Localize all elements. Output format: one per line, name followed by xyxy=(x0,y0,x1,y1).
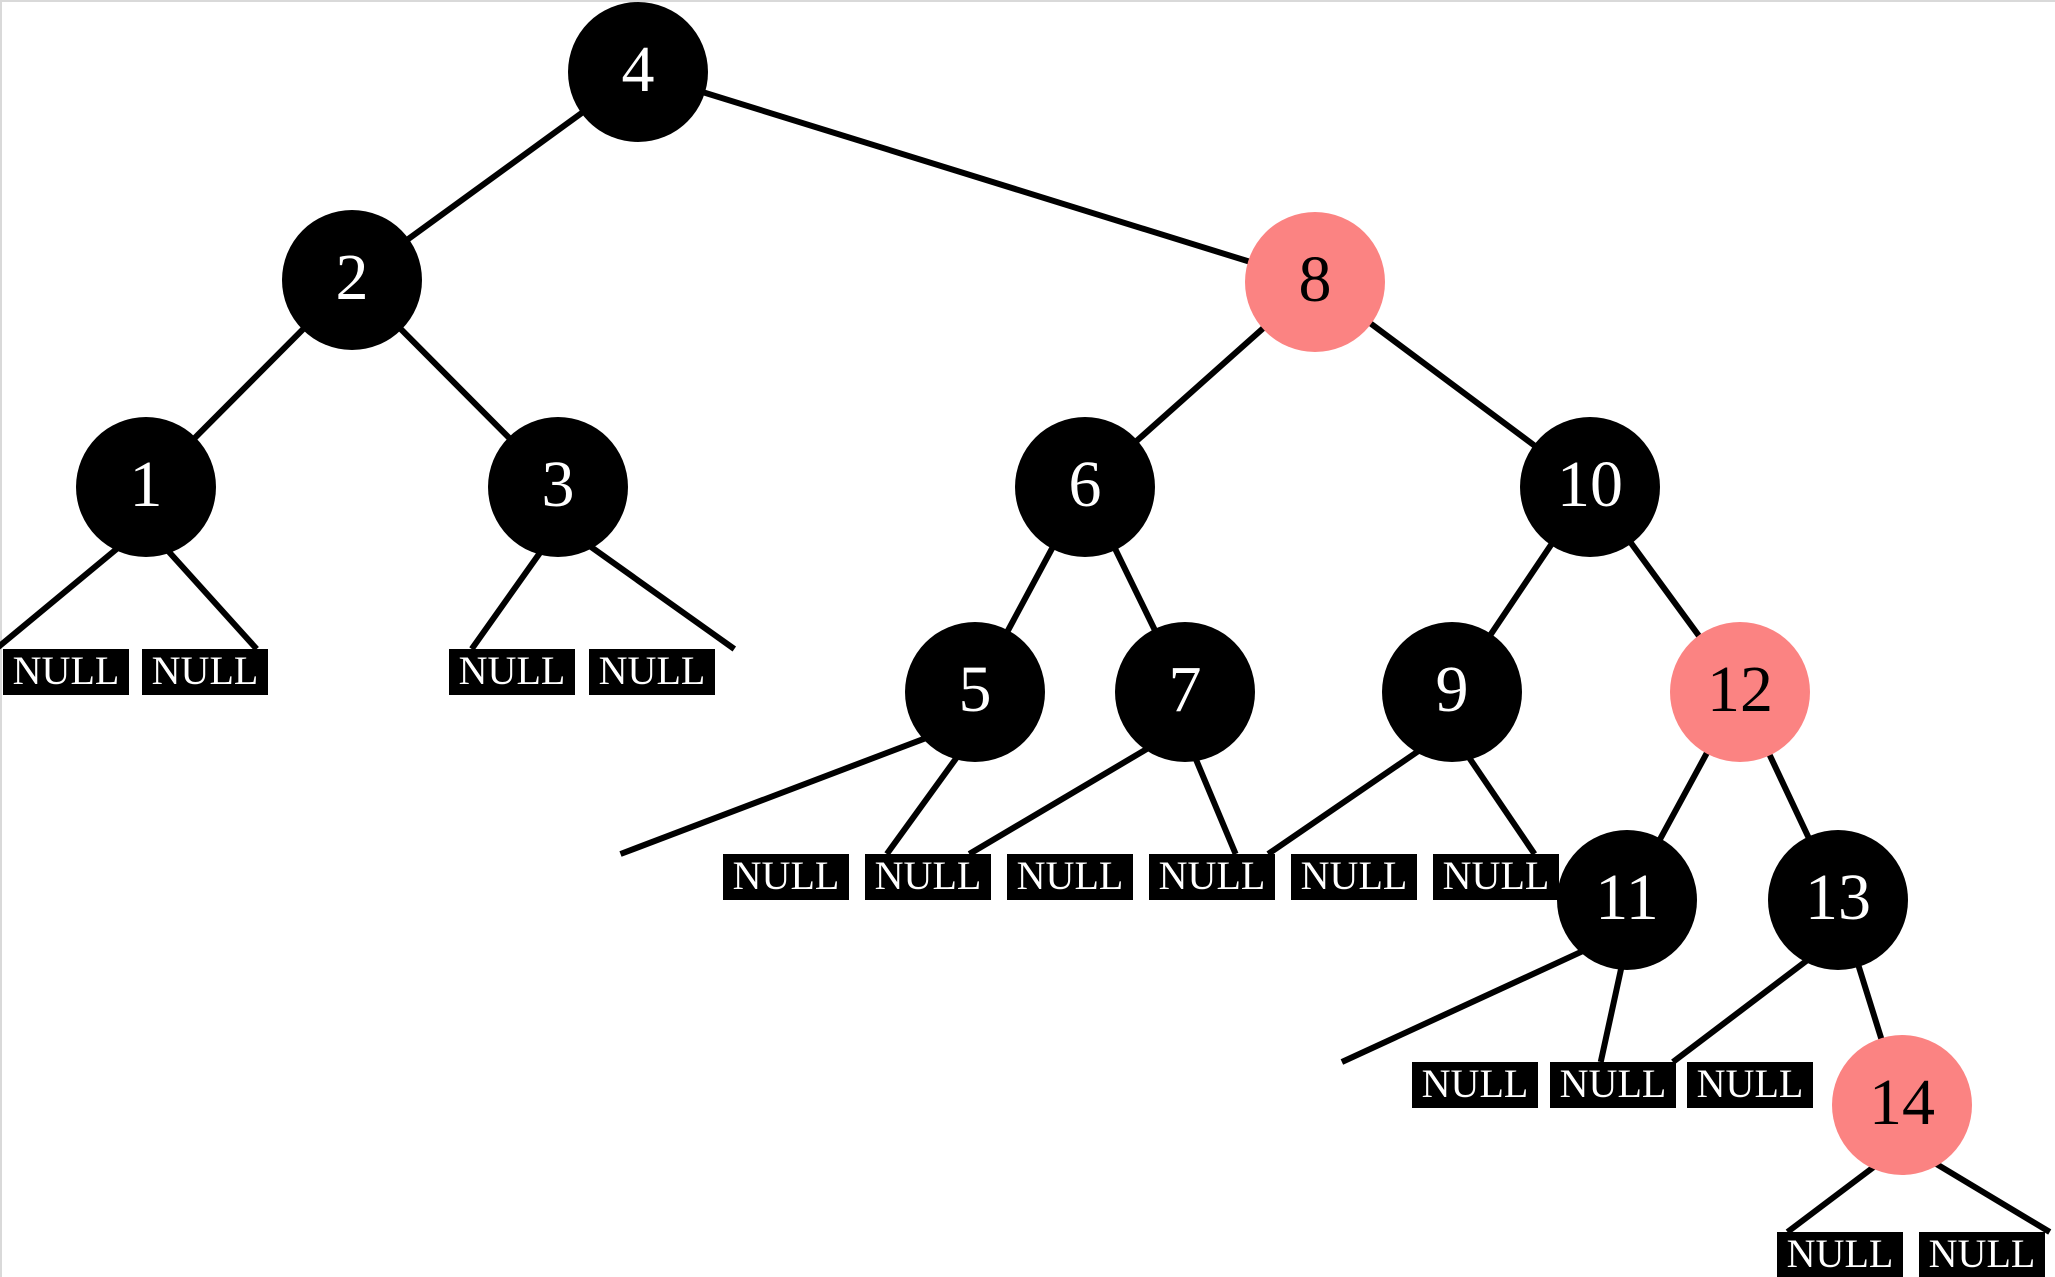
canvas-left-border xyxy=(0,0,2,1277)
tree-edge xyxy=(1854,960,1886,1045)
nil-leaf-label: NULL xyxy=(1559,1061,1667,1106)
tree-edge xyxy=(1671,955,1813,1065)
tree-edge xyxy=(469,547,546,651)
tree-node-2[interactable]: 2 xyxy=(282,210,422,350)
tree-edge xyxy=(1625,536,1705,643)
tree-node-label: 5 xyxy=(958,653,992,726)
nil-leaf: NULL xyxy=(142,649,268,695)
tree-node-9[interactable]: 9 xyxy=(1382,622,1522,762)
tree-node-label: 1 xyxy=(129,448,163,521)
tree-node-label: 13 xyxy=(1805,861,1871,934)
nil-leaf: NULL xyxy=(1550,1062,1676,1108)
tree-edge xyxy=(1364,317,1541,452)
tree-edge xyxy=(401,107,589,245)
nil-leaf: NULL xyxy=(589,649,715,695)
tree-node-label: 9 xyxy=(1435,653,1469,726)
tree-edge xyxy=(1130,322,1270,447)
nil-leaf-label: NULL xyxy=(151,648,259,693)
nil-leaf: NULL xyxy=(1777,1232,1903,1277)
nil-leaf: NULL xyxy=(449,649,575,695)
nil-leaf-label: NULL xyxy=(458,648,566,693)
nil-leaf: NULL xyxy=(865,854,991,900)
tree-node-1[interactable]: 1 xyxy=(76,417,216,557)
nil-leaf-label: NULL xyxy=(598,648,706,693)
tree-node-7[interactable]: 7 xyxy=(1115,622,1255,762)
nil-leaf-label: NULL xyxy=(12,648,120,693)
tree-node-11[interactable]: 11 xyxy=(1557,830,1697,970)
tree-edge xyxy=(1654,746,1713,846)
tree-node-5[interactable]: 5 xyxy=(905,622,1045,762)
tree-edge xyxy=(619,733,931,857)
tree-node-12[interactable]: 12 xyxy=(1670,622,1810,762)
nil-leaf-label: NULL xyxy=(1158,853,1266,898)
tree-edge xyxy=(1340,946,1588,1065)
tree-edge xyxy=(1002,541,1058,638)
tree-node-3[interactable]: 3 xyxy=(488,417,628,557)
tree-edge xyxy=(698,88,1255,266)
tree-node-label: 2 xyxy=(335,241,369,314)
nil-leaf-label: NULL xyxy=(1928,1231,2036,1276)
nil-leaf: NULL xyxy=(1919,1232,2045,1277)
tree-node-label: 7 xyxy=(1168,653,1202,726)
nil-leaf: NULL xyxy=(1687,1062,1813,1108)
tree-edge xyxy=(1930,1158,2052,1235)
nil-leaf-label: NULL xyxy=(874,853,982,898)
tree-edge xyxy=(0,543,123,650)
tree-node-6[interactable]: 6 xyxy=(1015,417,1155,557)
tree-node-label: 14 xyxy=(1869,1066,1935,1139)
nil-leaf-label: NULL xyxy=(1016,853,1124,898)
tree-node-13[interactable]: 13 xyxy=(1768,830,1908,970)
tree-node-8[interactable]: 8 xyxy=(1245,212,1385,352)
nil-leaf: NULL xyxy=(1412,1062,1538,1108)
nil-leaf: NULL xyxy=(1007,854,1133,900)
tree-edge xyxy=(1191,754,1239,856)
nil-leaf-label: NULL xyxy=(1300,853,1408,898)
tree-edge xyxy=(1485,538,1557,641)
tree-edge xyxy=(1266,746,1424,857)
tree-node-label: 8 xyxy=(1298,243,1332,316)
nil-leaf: NULL xyxy=(1291,854,1417,900)
nil-leaf: NULL xyxy=(723,854,849,900)
nil-leaf-label: NULL xyxy=(732,853,840,898)
tree-node-label: 11 xyxy=(1595,861,1659,934)
nil-leaf-label: NULL xyxy=(1421,1061,1529,1106)
tree-node-label: 12 xyxy=(1707,653,1773,726)
nil-leaf: NULL xyxy=(3,649,129,695)
tree-edge xyxy=(1464,752,1538,856)
tree-edge xyxy=(163,545,259,652)
nil-leaf-label: NULL xyxy=(1442,853,1550,898)
tree-edge xyxy=(1785,1161,1880,1235)
canvas-top-border xyxy=(0,0,2055,2)
tree-edge xyxy=(884,752,962,856)
tree-node-14[interactable]: 14 xyxy=(1832,1035,1972,1175)
tree-edge xyxy=(1764,748,1814,844)
tree-edge xyxy=(1110,543,1160,636)
tree-edge xyxy=(967,743,1153,857)
tree-edge xyxy=(189,323,309,444)
nil-leaf-label: NULL xyxy=(1696,1061,1804,1106)
nil-leaf-label: NULL xyxy=(1786,1231,1894,1276)
tree-node-label: 6 xyxy=(1068,448,1102,521)
tree-node-label: 3 xyxy=(541,448,575,521)
tree-edge xyxy=(395,323,515,444)
tree-node-10[interactable]: 10 xyxy=(1520,417,1660,557)
tree-node-4[interactable]: 4 xyxy=(568,2,708,142)
tree-node-label: 10 xyxy=(1557,448,1623,521)
tree-edge xyxy=(585,541,737,652)
tree-node-label: 4 xyxy=(621,33,655,106)
nil-leaf: NULL xyxy=(1149,854,1275,900)
tree-edge xyxy=(1597,963,1626,1063)
nil-leaf: NULL xyxy=(1433,854,1559,900)
